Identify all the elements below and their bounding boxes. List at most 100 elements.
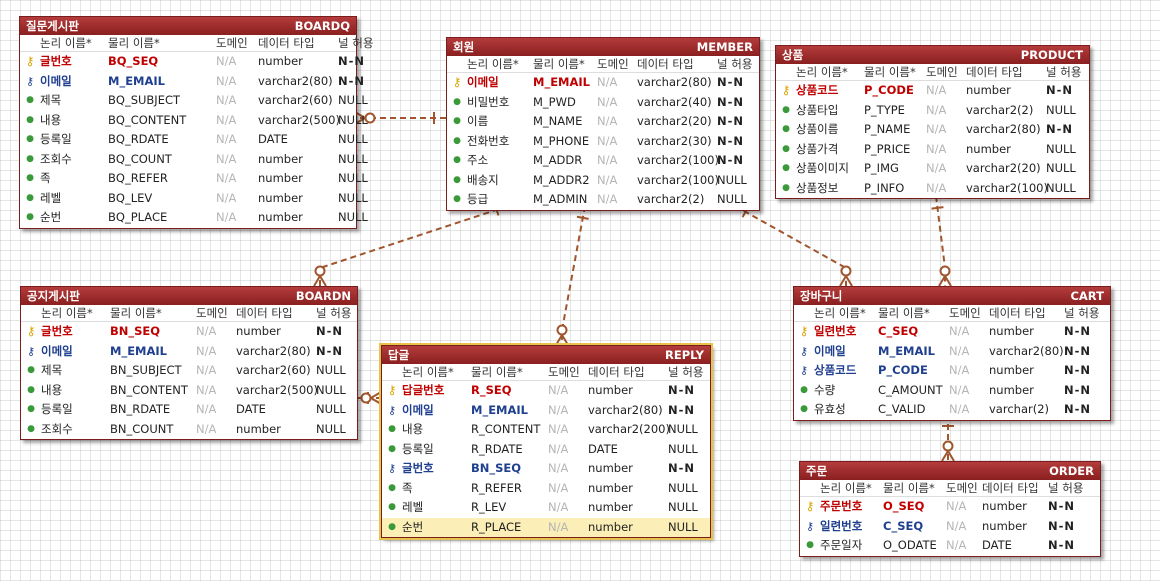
data-type: number — [982, 518, 1027, 533]
optional-marker — [939, 265, 951, 277]
column-header: 물리 이름* — [533, 57, 585, 71]
logical-name: 조회수 — [40, 151, 72, 166]
physical-name: BQ_RDATE — [108, 132, 169, 146]
relationship-line-member-boardn[interactable] — [319, 205, 509, 286]
foreign-key-icon: ⚷ — [805, 519, 815, 533]
domain: N/A — [548, 422, 569, 436]
attribute-icon: ● — [453, 194, 461, 204]
column-header: 데이터 타입 — [966, 65, 1023, 79]
attribute-icon: ● — [388, 424, 396, 434]
physical-name: M_EMAIL — [471, 402, 529, 417]
data-type: varchar2(80) — [236, 343, 311, 358]
attribute-icon: ● — [27, 404, 35, 414]
column-header: 도메인 — [548, 365, 580, 379]
data-type: varchar2(2) — [637, 192, 705, 206]
many-marker — [370, 397, 382, 405]
column-header: 논리 이름* — [467, 57, 519, 71]
physical-name: M_ADMIN — [533, 192, 588, 206]
domain: N/A — [597, 192, 618, 206]
domain: N/A — [548, 461, 569, 475]
data-type: number — [236, 421, 281, 436]
logical-name: 주문번호 — [820, 499, 863, 513]
logical-name: 상품정보 — [796, 180, 839, 195]
physical-name: M_EMAIL — [533, 75, 591, 89]
column-header: 데이터 타입 — [236, 306, 293, 320]
relationship-line-member-cart[interactable] — [734, 205, 847, 286]
physical-name: P_NAME — [864, 122, 911, 136]
domain: N/A — [216, 171, 237, 185]
physical-name: M_EMAIL — [110, 343, 168, 358]
attribute-icon: ● — [453, 174, 461, 185]
nullable: NULL — [1046, 102, 1076, 117]
logical-name: 족 — [402, 480, 413, 495]
foreign-key-icon: ⚷ — [799, 364, 809, 377]
domain: N/A — [597, 172, 618, 187]
domain: N/A — [548, 441, 569, 456]
attribute-icon: ● — [806, 540, 814, 550]
nullable: NULL — [338, 190, 368, 205]
logical-name: 글번호 — [402, 461, 434, 475]
domain: N/A — [597, 114, 618, 128]
data-type: varchar2(80) — [989, 343, 1064, 358]
relationship-line-member-reply[interactable] — [561, 205, 586, 345]
